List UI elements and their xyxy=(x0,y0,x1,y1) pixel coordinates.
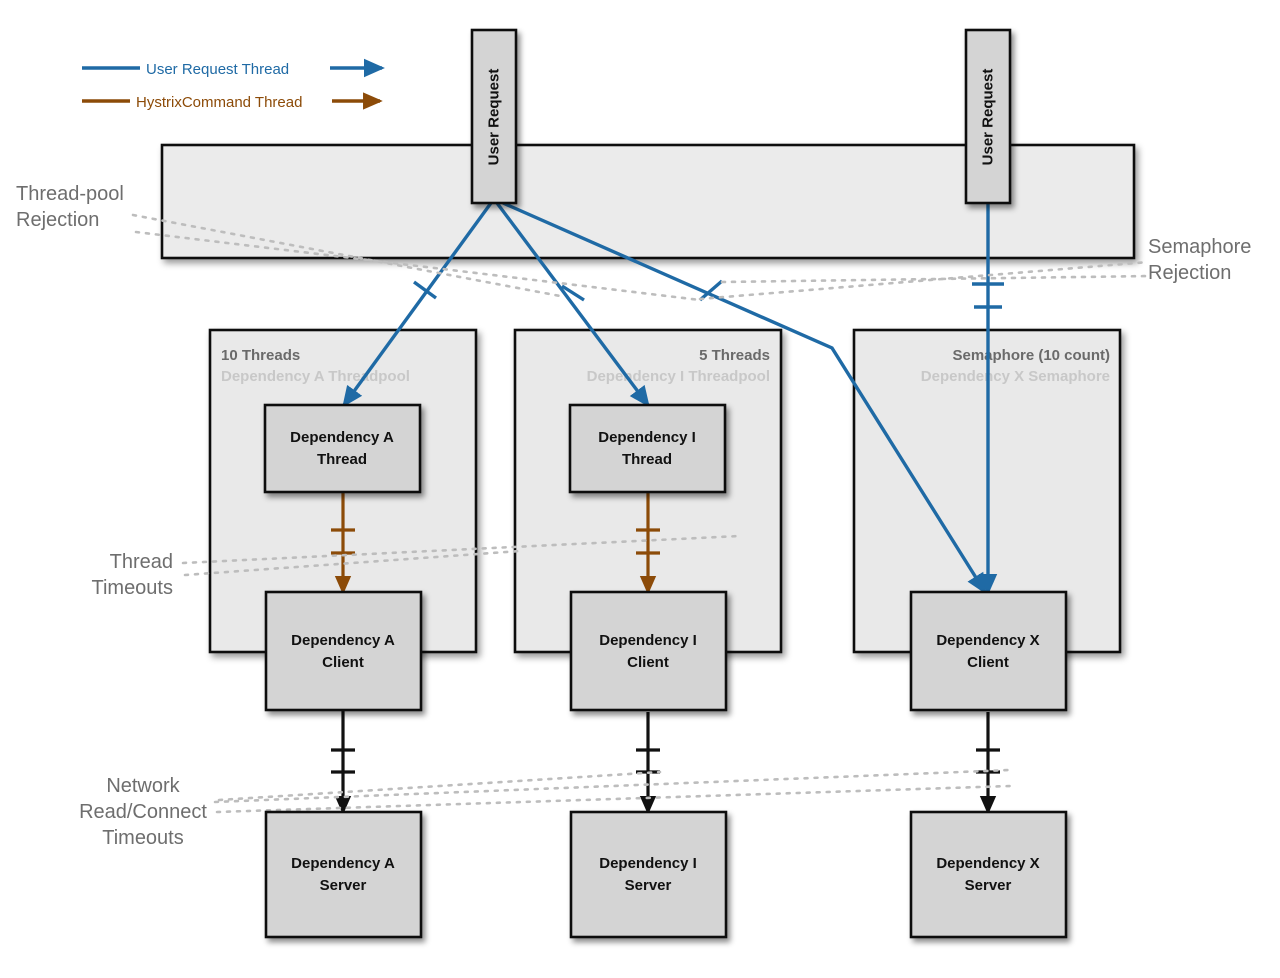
node-dependency-a-server[interactable]: Dependency A Server xyxy=(264,810,423,939)
boundary-semaphore-rejection xyxy=(698,260,1152,301)
network-flow-a xyxy=(331,710,355,815)
node-dependency-x-client[interactable]: Dependency X Client xyxy=(909,590,1068,712)
node-dependency-a-server-line2: Server xyxy=(320,877,367,894)
network-timeouts-line2: Read/Connect xyxy=(79,801,207,823)
node-dependency-i-thread-line1: Dependency I xyxy=(598,429,696,446)
user-request-left-flows xyxy=(342,201,987,595)
hystrix-command-flow-a xyxy=(331,492,355,595)
node-dependency-i-server[interactable]: Dependency I Server xyxy=(569,810,728,939)
boundary-network-timeouts xyxy=(213,768,1012,814)
semaphore-rejection-line1: Semaphore xyxy=(1148,236,1251,258)
boundary-thread-timeouts xyxy=(181,534,742,577)
label-thread-pool-rejection: Thread-pool Rejection xyxy=(16,183,124,231)
node-dependency-i-client-line1: Dependency I xyxy=(599,632,697,649)
group-dependency-x-semaphore-labels: Semaphore (10 count) Dependency X Semaph… xyxy=(921,347,1110,385)
node-dependency-i-thread[interactable]: Dependency I Thread xyxy=(568,403,727,494)
node-dependency-a-server-line1: Dependency A xyxy=(291,855,395,872)
node-dependency-i-server-line1: Dependency I xyxy=(599,855,697,872)
legend: User Request Thread HystrixCommand Threa… xyxy=(82,58,385,111)
node-dependency-x-server-line2: Server xyxy=(965,877,1012,894)
network-timeouts-line1: Network xyxy=(106,775,180,797)
user-request-right[interactable]: User Request xyxy=(964,28,1012,205)
group-i-sub-label: Dependency I Threadpool xyxy=(587,368,770,385)
group-x-sub-label: Dependency X Semaphore xyxy=(921,368,1110,385)
node-dependency-i-client-line2: Client xyxy=(627,654,669,671)
label-semaphore-rejection: Semaphore Rejection xyxy=(1148,236,1251,284)
node-dependency-a-thread[interactable]: Dependency A Thread xyxy=(263,403,422,494)
user-request-left[interactable]: User Request xyxy=(470,28,518,205)
node-dependency-x-client-line2: Client xyxy=(967,654,1009,671)
thread-pool-rejection-line2: Rejection xyxy=(16,209,99,231)
group-a-sub-label: Dependency A Threadpool xyxy=(221,368,410,385)
user-request-left-label: User Request xyxy=(486,69,503,166)
thread-pool-rejection-line1: Thread-pool xyxy=(16,183,124,205)
network-flow-x xyxy=(976,712,1000,815)
group-x-main-label: Semaphore (10 count) xyxy=(952,347,1110,364)
node-dependency-x-server-line1: Dependency X xyxy=(936,855,1039,872)
node-dependency-x-client-line1: Dependency X xyxy=(936,632,1039,649)
label-thread-timeouts: Thread Timeouts xyxy=(91,551,173,599)
node-dependency-i-server-line2: Server xyxy=(625,877,672,894)
label-network-timeouts: Network Read/Connect Timeouts xyxy=(79,775,207,849)
node-dependency-a-thread-line1: Dependency A xyxy=(290,429,394,446)
group-a-main-label: 10 Threads xyxy=(221,347,300,364)
hystrix-command-flow-i xyxy=(636,492,660,595)
node-dependency-a-client-line1: Dependency A xyxy=(291,632,395,649)
thread-timeouts-line2: Timeouts xyxy=(91,577,173,599)
semaphore-rejection-line2: Rejection xyxy=(1148,262,1231,284)
user-request-right-flows xyxy=(972,203,1004,595)
group-dependency-i-threadpool-labels: 5 Threads Dependency I Threadpool xyxy=(587,347,770,385)
boundary-thread-pool-rejection xyxy=(131,213,702,302)
node-dependency-x-server[interactable]: Dependency X Server xyxy=(909,810,1068,939)
legend-hystrix-command-thread: HystrixCommand Thread xyxy=(82,92,383,111)
node-dependency-i-thread-line2: Thread xyxy=(622,451,672,468)
node-dependency-a-thread-line2: Thread xyxy=(317,451,367,468)
thread-timeouts-line1: Thread xyxy=(110,551,173,573)
network-timeouts-line3: Timeouts xyxy=(102,827,184,849)
node-dependency-a-client[interactable]: Dependency A Client xyxy=(264,590,423,712)
legend-hystrix-command-thread-label: HystrixCommand Thread xyxy=(136,94,302,111)
node-dependency-i-client[interactable]: Dependency I Client xyxy=(569,590,728,712)
node-dependency-a-client-line2: Client xyxy=(322,654,364,671)
legend-user-request-thread: User Request Thread xyxy=(82,58,385,78)
user-request-right-label: User Request xyxy=(980,69,997,166)
legend-user-request-thread-label: User Request Thread xyxy=(146,61,289,78)
group-i-main-label: 5 Threads xyxy=(699,347,770,364)
